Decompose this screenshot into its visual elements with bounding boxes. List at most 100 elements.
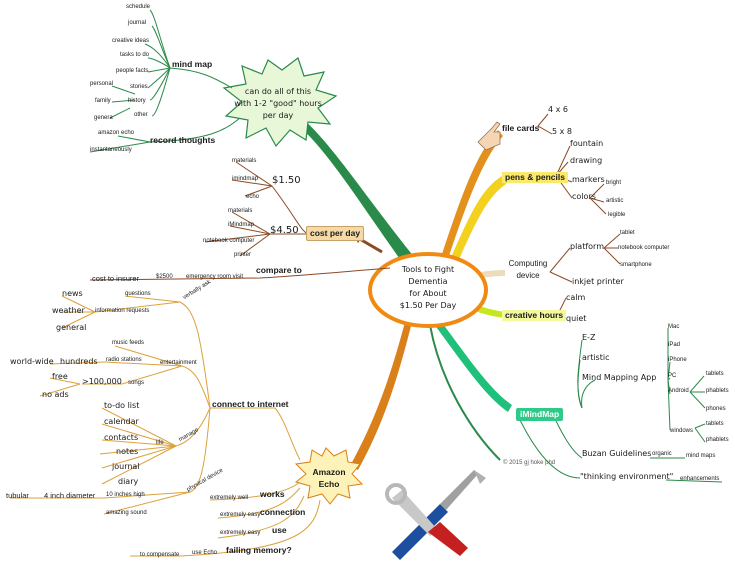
echo-line-2: Echo xyxy=(319,480,340,489)
life-journal: journal xyxy=(112,463,140,471)
radio-stations: radio stations xyxy=(106,357,142,363)
world-wide: world-wide xyxy=(10,358,54,366)
works-label: works xyxy=(260,490,285,499)
life-contacts: contacts xyxy=(104,434,138,442)
connection-label: connection xyxy=(260,508,305,517)
tubular: tubular xyxy=(6,492,29,500)
tools-icon xyxy=(387,470,486,560)
platform-smartphone: smartphone xyxy=(620,262,652,268)
life-calendar: calendar xyxy=(104,418,139,426)
cost-notebook: notebook computer xyxy=(203,238,254,244)
center-line-2: Dementia xyxy=(408,278,447,286)
songs-free: free xyxy=(52,373,68,381)
price-4-50: $4.50 xyxy=(270,226,299,236)
leaf-family: family xyxy=(95,98,111,104)
imindmap-artistic: artistic xyxy=(582,354,609,362)
center-line-4: $1.50 Per Day xyxy=(400,302,457,310)
creative-quiet: quiet xyxy=(566,315,586,323)
windows-tablets: tablets xyxy=(706,421,724,427)
cost-printer: printer xyxy=(234,252,251,258)
device-ipad: iPad xyxy=(668,342,680,348)
cost-materials-2: materials xyxy=(228,208,252,214)
ten-inches-high: 10 inches high xyxy=(106,492,145,498)
er-amount: $2500 xyxy=(156,274,173,280)
copyright: © 2015 gj hoke phd xyxy=(503,460,555,466)
life-diary: diary xyxy=(118,478,138,486)
pen-drawing: drawing xyxy=(570,157,602,165)
amazing-sound: amazing sound xyxy=(106,510,147,516)
cost-imindmap-2: iMindmap xyxy=(228,222,254,228)
music-feeds: music feeds xyxy=(112,340,144,346)
device-mac: Mac xyxy=(668,324,679,330)
entertainment: entertainment xyxy=(160,360,197,366)
hundreds: hundreds xyxy=(60,358,98,366)
color-bright: bright xyxy=(606,180,621,186)
record-thoughts-label: record thoughts xyxy=(150,136,215,145)
inkjet-printer: inkjet printer xyxy=(572,278,624,286)
connection-easy: extremely easy xyxy=(220,512,260,518)
platform-label: platform xyxy=(570,243,604,251)
leaf-people-facts: people facts xyxy=(116,68,148,74)
price-1-50: $1.50 xyxy=(272,176,301,186)
center-line-1: Tools to Fight xyxy=(402,266,454,274)
imindmap-ez: E-Z xyxy=(582,334,595,342)
buzan-guidelines: Buzan Guidelines xyxy=(582,450,651,458)
windows-phablets: phablets xyxy=(706,437,729,443)
works-extremely-well: extremely well xyxy=(210,495,248,501)
connect-to-internet: connect to internet xyxy=(212,400,289,409)
information-requests: information requests xyxy=(95,308,149,314)
android-phones: phones xyxy=(706,406,726,412)
questions: questions xyxy=(125,291,151,297)
leaf-other: other xyxy=(134,112,148,118)
leaf-personal: personal xyxy=(90,81,113,87)
songs: songs xyxy=(128,380,144,386)
pens-pencils-label: pens & pencils xyxy=(502,172,568,183)
songs-count: >100,000 xyxy=(82,378,122,386)
android-tablets: tablets xyxy=(706,371,724,377)
leaf-amazon-echo: amazon echo xyxy=(98,130,134,136)
leaf-instantaneously: instantaneously xyxy=(90,147,132,153)
file-cards-label: file cards xyxy=(502,124,539,133)
cost-per-day-label: cost per day xyxy=(306,226,364,241)
pen-colors: colors xyxy=(572,193,596,201)
color-artistic: artistic xyxy=(606,198,623,204)
failing-memory: failing memory? xyxy=(226,546,292,555)
leaf-tasks: tasks to do xyxy=(120,52,149,58)
branch-file-cards xyxy=(440,130,503,262)
life-todo: to-do list xyxy=(104,402,139,410)
leaf-creative-ideas: creative ideas xyxy=(112,38,149,44)
size-4x6: 4 x 6 xyxy=(548,106,568,114)
cost-materials-1: materials xyxy=(232,158,256,164)
to-compensate: to compensate xyxy=(140,552,179,558)
device-windows: windows xyxy=(670,428,693,434)
star-line-2: with 1-2 "good" hours xyxy=(234,100,321,108)
cost-imindmap-1: imindmap xyxy=(232,176,258,182)
size-5x8: 5 x 8 xyxy=(552,128,572,136)
branch-echo xyxy=(350,322,412,470)
star-line-1: can do all of this xyxy=(245,88,311,96)
use-easy: extremely easy xyxy=(220,530,260,536)
echo-lines xyxy=(10,296,320,556)
device-iphone: iPhone xyxy=(668,357,687,363)
leaf-history: history xyxy=(128,98,146,104)
star-line-3: per day xyxy=(263,112,294,120)
echo-line-1: Amazon xyxy=(312,468,345,477)
er-visit: emergency room visit xyxy=(186,274,243,280)
leaf-stories: stories xyxy=(130,84,148,90)
branch-imindmap xyxy=(434,320,512,412)
compare-to-label: compare to xyxy=(256,266,302,275)
cost-to-insurer: cost to insurer xyxy=(92,275,139,283)
leaf-journal: journal xyxy=(128,20,146,26)
computing-line-1: Computing xyxy=(509,260,548,268)
cost-echo: echo xyxy=(246,194,259,200)
enhancements: enhancements xyxy=(680,476,719,482)
life-notes: notes xyxy=(116,448,138,456)
platform-notebook: notebook computer xyxy=(618,245,669,251)
info-general: general xyxy=(56,324,86,332)
buzan-mind-maps: mind maps xyxy=(686,453,715,459)
mind-mapping-app: Mind Mapping App xyxy=(582,374,656,382)
mind-map-label: mind map xyxy=(172,60,212,69)
songs-no-ads: no ads xyxy=(42,391,69,399)
four-inch-diameter: 4 inch diameter xyxy=(44,492,95,500)
life: life xyxy=(156,440,164,446)
